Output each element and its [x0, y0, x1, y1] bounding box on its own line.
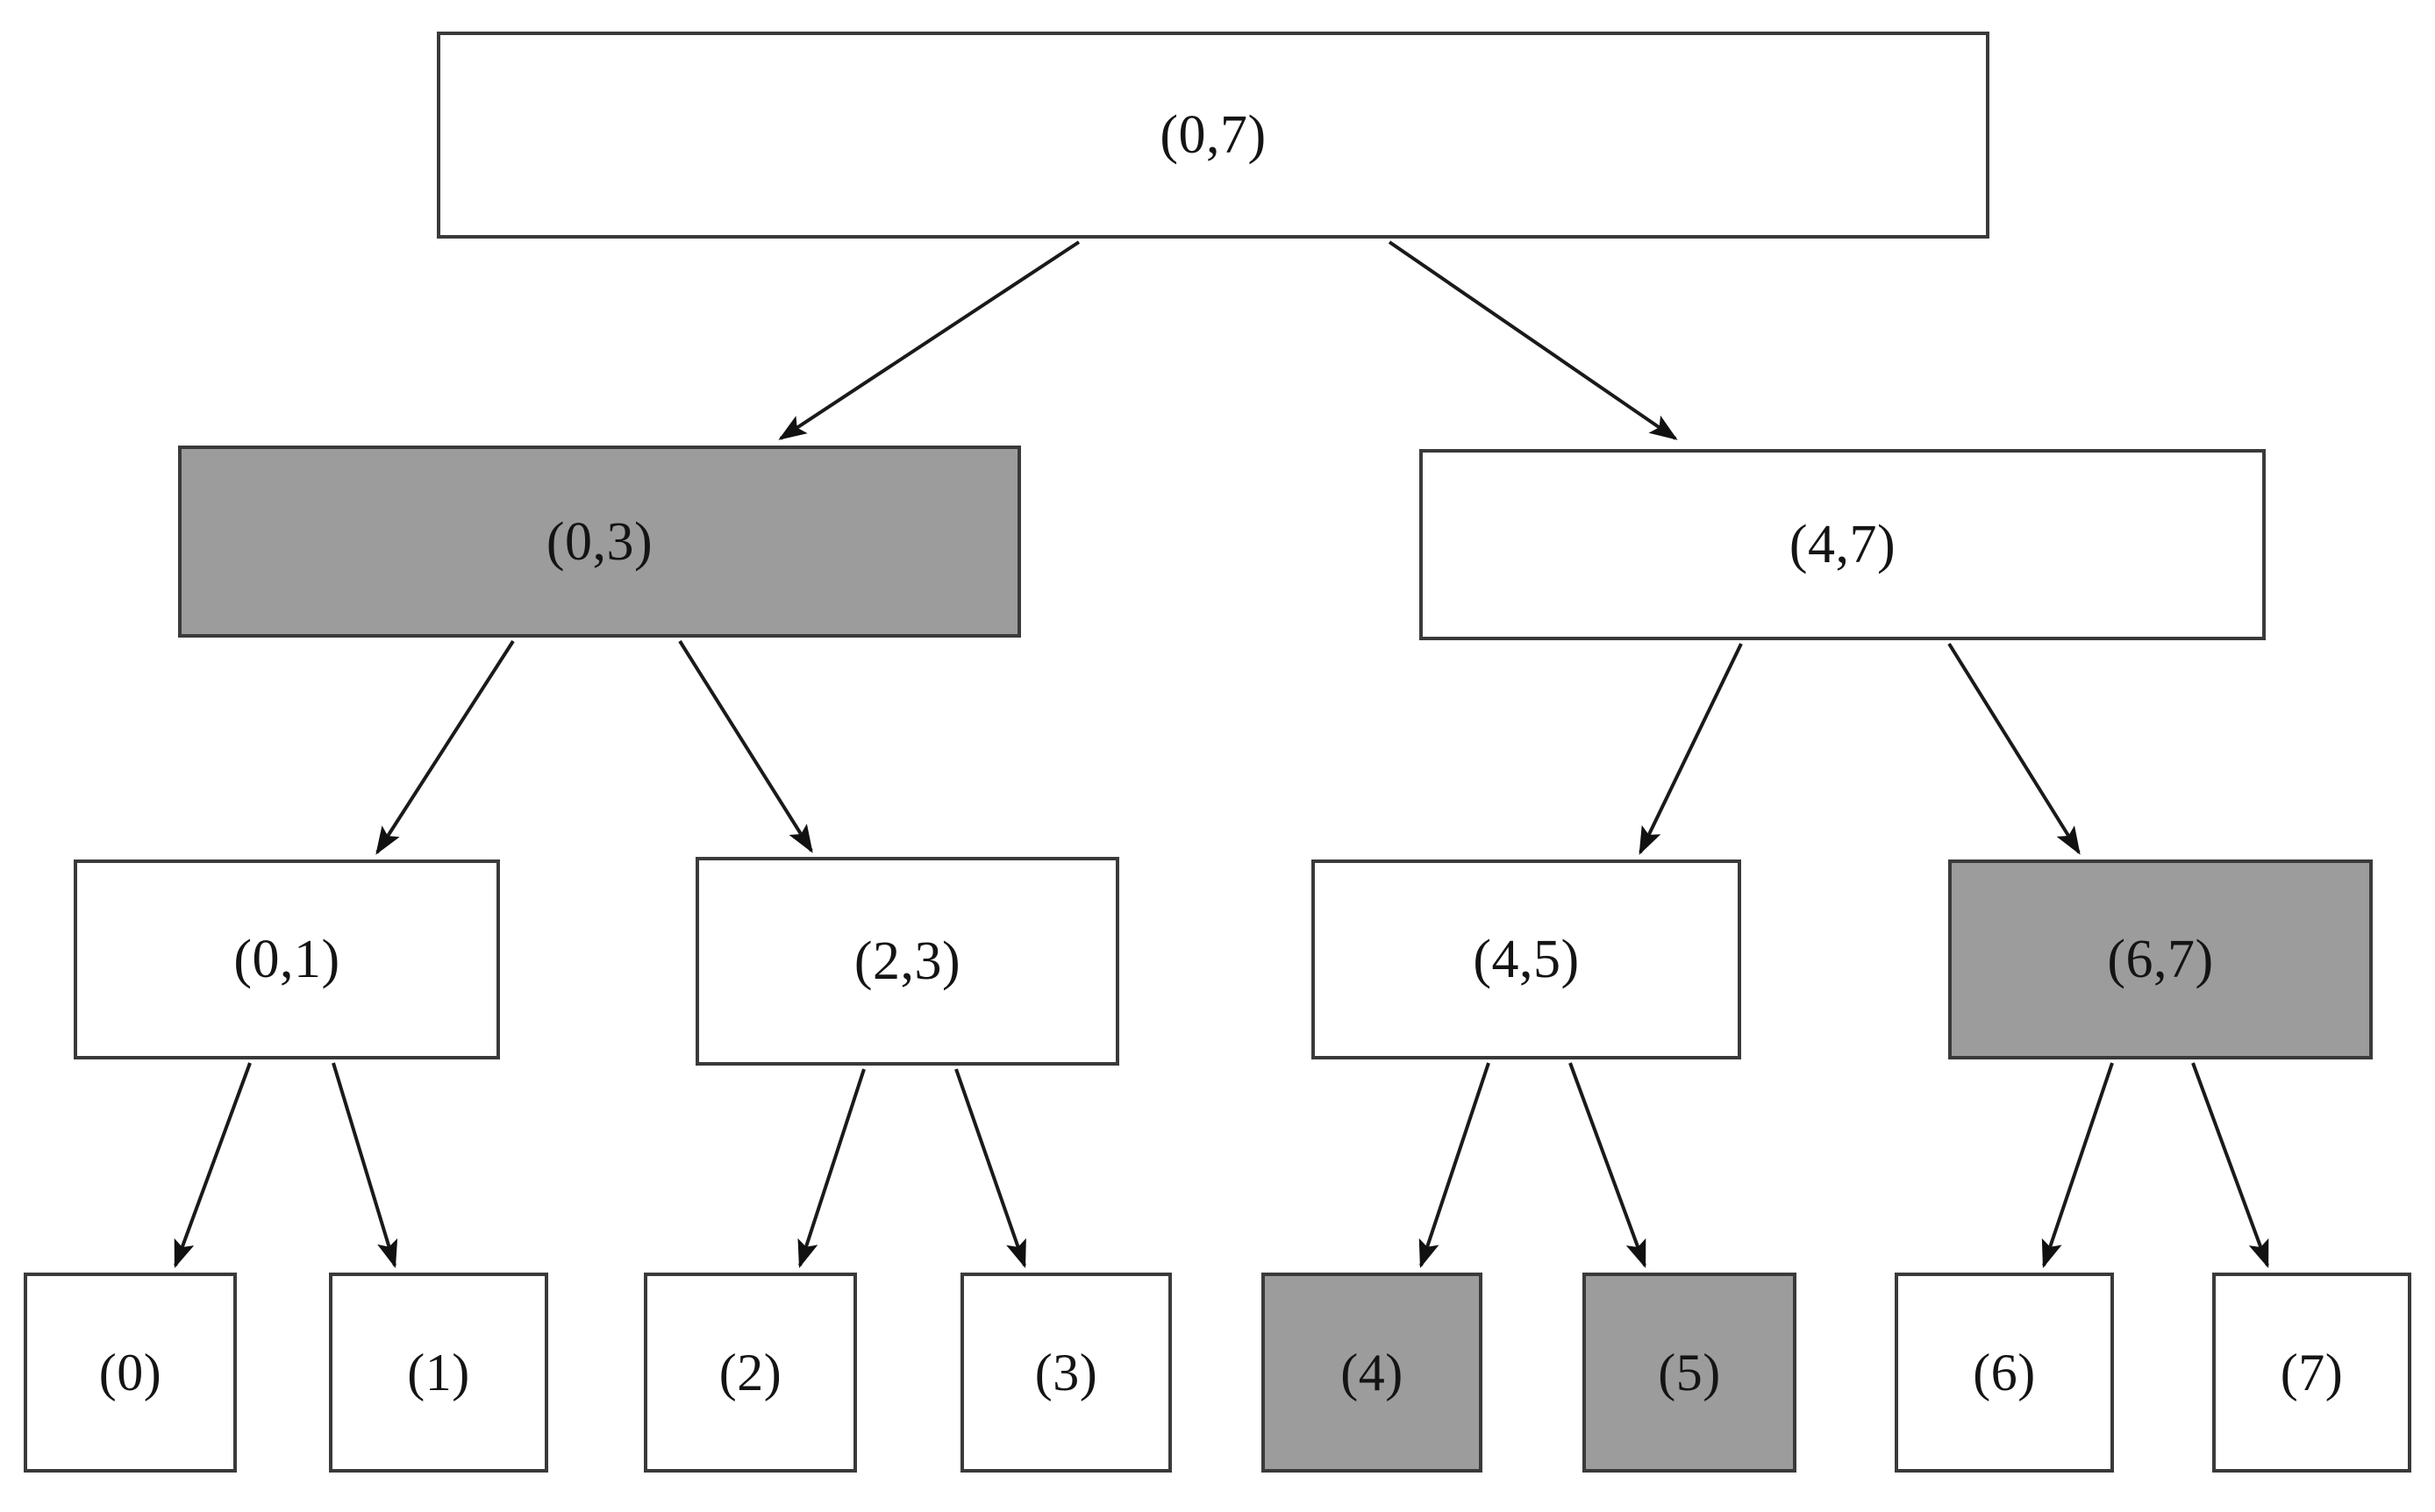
- tree-edge-n0_1-to-n1: [332, 1062, 398, 1269]
- tree-node-n2_3[interactable]: (2,3): [696, 857, 1119, 1066]
- tree-edge-n4_7-to-n4_5: [1639, 643, 1743, 855]
- tree-edge-n4_5-to-n5: [1568, 1062, 1646, 1269]
- tree-node-n3[interactable]: (3): [960, 1273, 1172, 1473]
- tree-node-label: (4): [1340, 1344, 1403, 1401]
- tree-node-label: (4,5): [1473, 930, 1580, 989]
- tree-node-label: (0,1): [233, 930, 340, 989]
- tree-node-n7[interactable]: (7): [2212, 1273, 2411, 1473]
- tree-edge-n0_3-to-n2_3: [678, 639, 813, 853]
- tree-node-label: (2,3): [853, 931, 961, 991]
- tree-edge-n0_7-to-n4_7: [1388, 240, 1678, 440]
- tree-edge-n6_7-to-n7: [2191, 1062, 2269, 1269]
- tree-node-label: (0): [98, 1344, 162, 1401]
- tree-node-n1[interactable]: (1): [329, 1273, 548, 1473]
- tree-edge-n6_7-to-n6: [2041, 1062, 2114, 1269]
- tree-edge-n0_1-to-n0: [174, 1062, 252, 1269]
- tree-node-n4[interactable]: (4): [1261, 1273, 1482, 1473]
- tree-node-n0_1[interactable]: (0,1): [74, 859, 500, 1059]
- tree-edge-n0_3-to-n0_1: [375, 639, 515, 855]
- tree-node-label: (4,7): [1789, 515, 1896, 574]
- tree-edge-n4_7-to-n6_7: [1947, 642, 2081, 855]
- tree-node-label: (0,3): [546, 511, 653, 572]
- tree-node-n2[interactable]: (2): [644, 1273, 857, 1473]
- tree-node-label: (1): [407, 1344, 470, 1401]
- tree-edge-n2_3-to-n2: [797, 1068, 866, 1269]
- tree-node-label: (6,7): [2107, 930, 2214, 989]
- tree-node-n0[interactable]: (0): [24, 1273, 237, 1473]
- tree-edge-n0_7-to-n0_3: [778, 240, 1081, 440]
- tree-node-n6[interactable]: (6): [1895, 1273, 2114, 1473]
- tree-edges: [174, 240, 2269, 1269]
- tree-node-label: (7): [2280, 1344, 2344, 1401]
- tree-node-label: (0,7): [1160, 105, 1267, 165]
- tree-edge-n2_3-to-n3: [954, 1068, 1026, 1269]
- tree-node-label: (6): [1973, 1344, 2036, 1401]
- tree-node-n0_7[interactable]: (0,7): [437, 32, 1989, 239]
- tree-edge-n4_5-to-n4: [1418, 1062, 1490, 1269]
- tree-node-n0_3[interactable]: (0,3): [178, 446, 1021, 638]
- tree-node-n5[interactable]: (5): [1582, 1273, 1796, 1473]
- tree-node-n4_5[interactable]: (4,5): [1311, 859, 1741, 1059]
- tree-node-label: (3): [1034, 1344, 1098, 1401]
- tree-node-n4_7[interactable]: (4,7): [1419, 449, 2266, 640]
- tree-node-label: (2): [718, 1344, 782, 1401]
- tree-node-label: (5): [1658, 1344, 1721, 1401]
- tree-node-n6_7[interactable]: (6,7): [1948, 859, 2373, 1059]
